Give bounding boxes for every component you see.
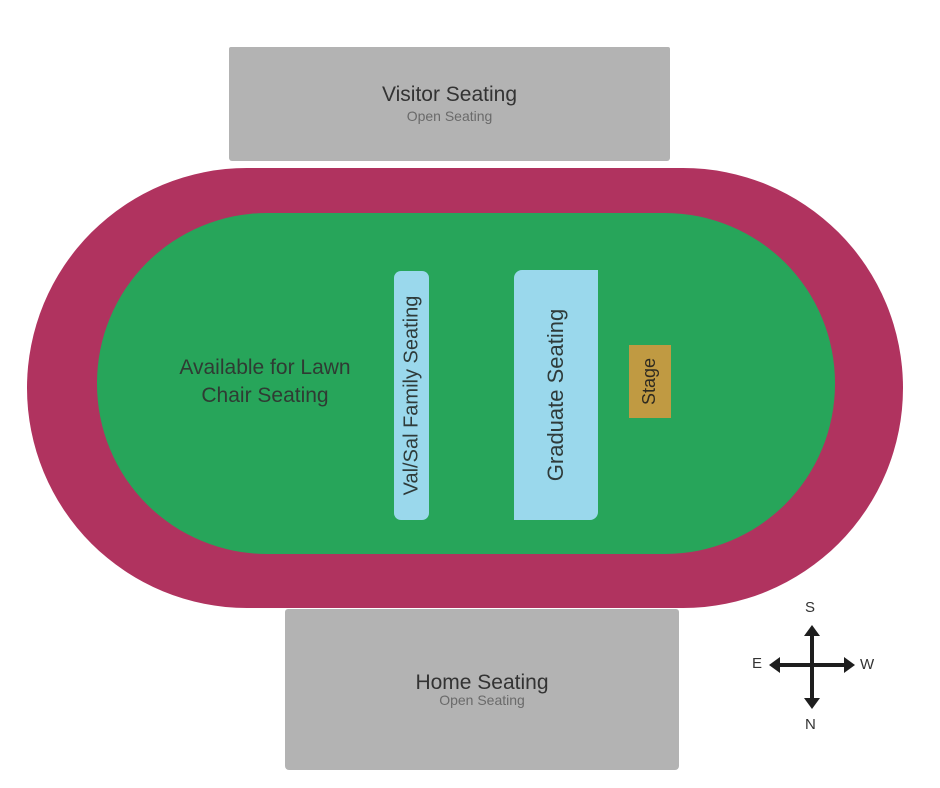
graduate-seating-label: Graduate Seating <box>543 308 568 482</box>
compass-arrows-icon <box>769 625 855 709</box>
compass-rose: S N E W <box>750 598 880 738</box>
lawn-chair-seating-label: Available for Lawn Chair Seating <box>145 354 385 410</box>
stage-area: Stage <box>629 345 671 418</box>
visitor-seating-subtitle: Open Seating <box>406 108 493 125</box>
infield <box>97 213 835 554</box>
graduate-seating-area: Graduate Seating <box>514 270 598 520</box>
compass-west-label: W <box>860 656 875 673</box>
compass-north-label: N <box>805 716 816 733</box>
family-seating-area: Val/Sal Family Seating <box>394 271 429 520</box>
lawn-label-line2: Chair Seating <box>201 384 329 407</box>
compass-south-label: S <box>805 599 816 616</box>
home-seating-area: Home Seating Open Seating <box>285 609 679 770</box>
visitor-seating-title: Visitor Seating <box>381 83 518 107</box>
family-seating-label: Val/Sal Family Seating <box>400 295 422 496</box>
compass-east-label: E <box>752 655 763 672</box>
visitor-seating-area: Visitor Seating Open Seating <box>229 47 670 161</box>
home-seating-subtitle: Open Seating <box>439 691 525 708</box>
stage-label: Stage <box>639 357 660 406</box>
home-seating-title: Home Seating <box>415 670 549 694</box>
lawn-label-line1: Available for Lawn <box>179 356 351 379</box>
